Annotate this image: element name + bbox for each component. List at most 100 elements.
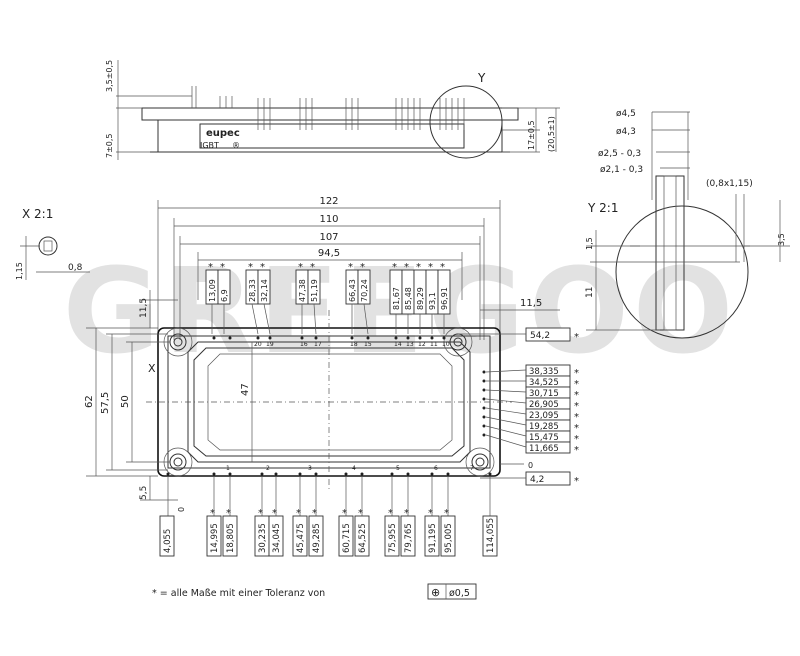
bottom-val-13: 114,055 — [486, 518, 496, 553]
top-pin-10: 10 — [442, 341, 450, 348]
bottom-val-3: 30,235 — [258, 523, 268, 553]
dim-3-5: 3,5±0,5 — [105, 60, 114, 92]
right-val-4: 23,095 — [529, 411, 559, 421]
top-pin-18: 18 — [350, 341, 358, 348]
tolerance-value: ø0,5 — [449, 588, 470, 599]
right-bottom-val: 4,2 — [530, 475, 544, 485]
mark-label: ® — [232, 141, 240, 150]
side-view: eupec IGBT ® Y 3,5±0,5 7±0,5 17±0,5 (20,… — [105, 60, 560, 160]
star: * — [210, 508, 215, 519]
dim-107: 107 — [319, 232, 338, 243]
tolerance-symbol: ⊕ — [431, 586, 440, 599]
right-val-0: 38,335 — [529, 367, 559, 377]
bottom-val-1: 14,995 — [210, 523, 220, 553]
star: * — [574, 434, 579, 445]
right-val-1: 34,525 — [529, 378, 559, 388]
star: * — [404, 262, 409, 273]
top-val-8: 81,67 — [392, 287, 401, 310]
dim-122: 122 — [319, 196, 338, 207]
dim-110: 110 — [319, 214, 338, 225]
detail-y: Y 2:1 ø4,5 ø4,3 ø2,5 - 0,3 ø2,1 - 0,3 (0… — [585, 109, 790, 339]
star: * — [574, 412, 579, 423]
dim-11-5-h: 11,5 — [520, 298, 542, 309]
top-pin-15: 15 — [364, 341, 372, 348]
dim-1-15: 1,15 — [15, 262, 24, 280]
star: * — [220, 262, 225, 273]
star: * — [342, 508, 347, 519]
star: * — [298, 262, 303, 273]
star: * — [404, 508, 409, 519]
dia-4-5: ø4,5 — [616, 109, 636, 119]
bottom-val-10: 79,765 — [404, 523, 414, 553]
star: * — [574, 423, 579, 434]
dim-11-y: 11 — [585, 287, 595, 298]
dim-7: 7±0,5 — [105, 133, 114, 158]
bottom-pin-4: 4 — [352, 465, 356, 472]
dim-20-5: (20,5±1) — [547, 116, 556, 152]
bottom-pin-7: 7 — [470, 465, 474, 472]
top-val-10: 89,29 — [416, 287, 425, 310]
detail-x-title: X 2:1 — [22, 207, 53, 221]
bottom-val-8: 64,525 — [358, 523, 368, 553]
top-val-0: 13,09 — [208, 279, 217, 302]
right-val-5: 19,285 — [529, 422, 559, 432]
star: * — [574, 379, 579, 390]
top-val-3: 32,14 — [260, 279, 269, 302]
star: * — [208, 262, 213, 273]
dim-3-5-y: 3,5 — [777, 233, 786, 246]
dia-2-5: ø2,5 - 0,3 — [598, 149, 641, 159]
star: * — [428, 508, 433, 519]
top-pin-12: 12 — [418, 341, 426, 348]
detail-x: X 2:1 1,15 0,8 — [15, 207, 90, 280]
top-val-1: 6,9 — [220, 289, 229, 302]
star: * — [360, 262, 365, 273]
bottom-value-boxes: 4,055 14,995 18,805 30,235 34,045 45,475… — [159, 476, 498, 557]
star: * — [574, 332, 579, 343]
right-top-val: 54,2 — [530, 331, 550, 341]
star: * — [272, 508, 277, 519]
bottom-val-12: 95,005 — [444, 523, 454, 553]
dim-50: 50 — [120, 395, 131, 408]
bottom-pin-2: 2 — [266, 465, 270, 472]
right-val-7: 11,665 — [529, 444, 559, 454]
bottom-pin-1: 1 — [226, 465, 230, 472]
star: * — [574, 476, 579, 487]
bottom-val-4: 34,045 — [272, 523, 282, 553]
dim-57-5: 57,5 — [100, 392, 111, 414]
bottom-pin-5: 5 — [396, 465, 400, 472]
star: * — [226, 508, 231, 519]
part-label: IGBT — [200, 141, 219, 150]
bottom-val-2: 18,805 — [226, 523, 236, 553]
zero-bottom: 0 — [177, 507, 186, 512]
brand-label: eupec — [206, 128, 240, 139]
star: * — [296, 508, 301, 519]
star: * — [574, 368, 579, 379]
bottom-val-7: 60,715 — [342, 523, 352, 553]
right-val-3: 26,905 — [529, 400, 559, 410]
dia-2-1: ø2,1 - 0,3 — [600, 165, 643, 175]
star: * — [248, 262, 253, 273]
star: * — [428, 262, 433, 273]
top-val-7: 70,24 — [360, 279, 369, 302]
dim-1-5-y: 1,5 — [585, 237, 594, 250]
star: * — [392, 262, 397, 273]
top-pin-16: 16 — [300, 341, 308, 348]
bottom-val-9: 75,955 — [388, 523, 398, 553]
star: * — [444, 508, 449, 519]
dim-47: 47 — [240, 383, 251, 396]
dim-5-5: 5,5 — [139, 486, 149, 500]
star: * — [310, 262, 315, 273]
tolerance-note: * = alle Maße mit einer Toleranz von — [152, 588, 325, 599]
top-pin-20: 20 — [254, 341, 262, 348]
top-pin-13: 13 — [406, 341, 414, 348]
top-pin-14: 14 — [394, 341, 402, 348]
star: * — [258, 508, 263, 519]
dim-11-5-v: 11,5 — [139, 298, 149, 318]
top-val-6: 66,43 — [348, 279, 357, 302]
dim-62: 62 — [84, 395, 95, 408]
bottom-pin-3: 3 — [308, 465, 312, 472]
top-value-boxes: 13,09 6,9 28,33 32,14 47,38 51,19 66,43 … — [205, 262, 451, 335]
dim-0-8: 0,8 — [68, 263, 83, 273]
top-val-5: 51,19 — [310, 279, 319, 302]
top-val-12: 96,91 — [440, 287, 449, 310]
